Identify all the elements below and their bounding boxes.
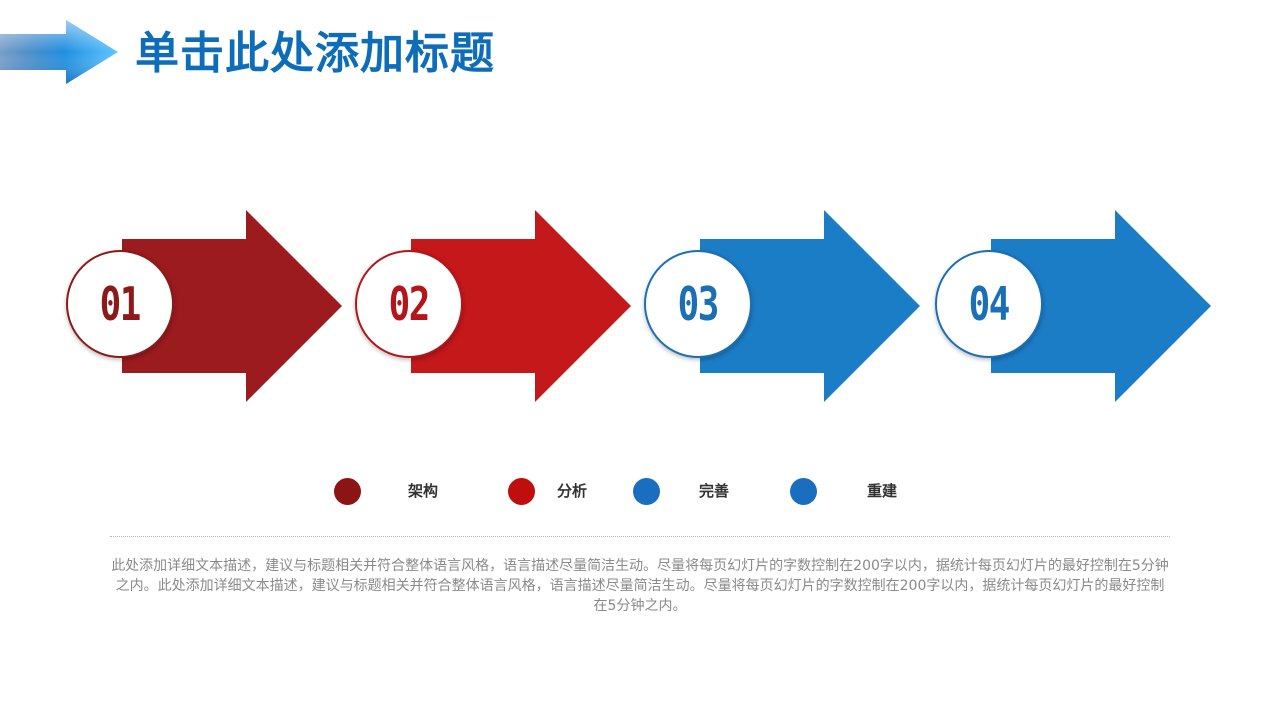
step-number: 01 <box>99 277 142 331</box>
step-number: 02 <box>388 277 431 331</box>
legend-label: 完善 <box>699 482 730 500</box>
step-number-badge: 03 <box>644 250 752 358</box>
legend-dot <box>334 478 361 505</box>
step-03: 03 <box>644 210 924 402</box>
legend-label: 分析 <box>557 482 588 500</box>
step-number-badge: 02 <box>355 250 463 358</box>
step-01: 01 <box>66 210 346 402</box>
step-number-badge: 04 <box>935 250 1043 358</box>
step-arrow-shape <box>700 210 920 402</box>
step-02: 02 <box>355 210 635 402</box>
legend-dot <box>508 478 535 505</box>
step-04: 04 <box>935 210 1215 402</box>
page-title: 单击此处添加标题 <box>135 28 495 79</box>
description-text: 此处添加详细文本描述，建议与标题相关并符合整体语言风格，语言描述尽量简洁生动。尽… <box>111 558 1169 614</box>
step-number: 04 <box>968 277 1011 331</box>
step-arrow-shape <box>411 210 631 402</box>
legend-dot <box>633 478 660 505</box>
legend-dot <box>790 478 817 505</box>
legend-label: 架构 <box>408 482 439 500</box>
legend-label: 重建 <box>867 482 898 500</box>
step-arrow-shape <box>122 210 342 402</box>
step-arrow-shape <box>991 210 1211 402</box>
arrow-right-icon <box>0 20 118 84</box>
step-number-badge: 01 <box>66 250 174 358</box>
step-number: 03 <box>677 277 720 331</box>
divider <box>110 536 1170 537</box>
